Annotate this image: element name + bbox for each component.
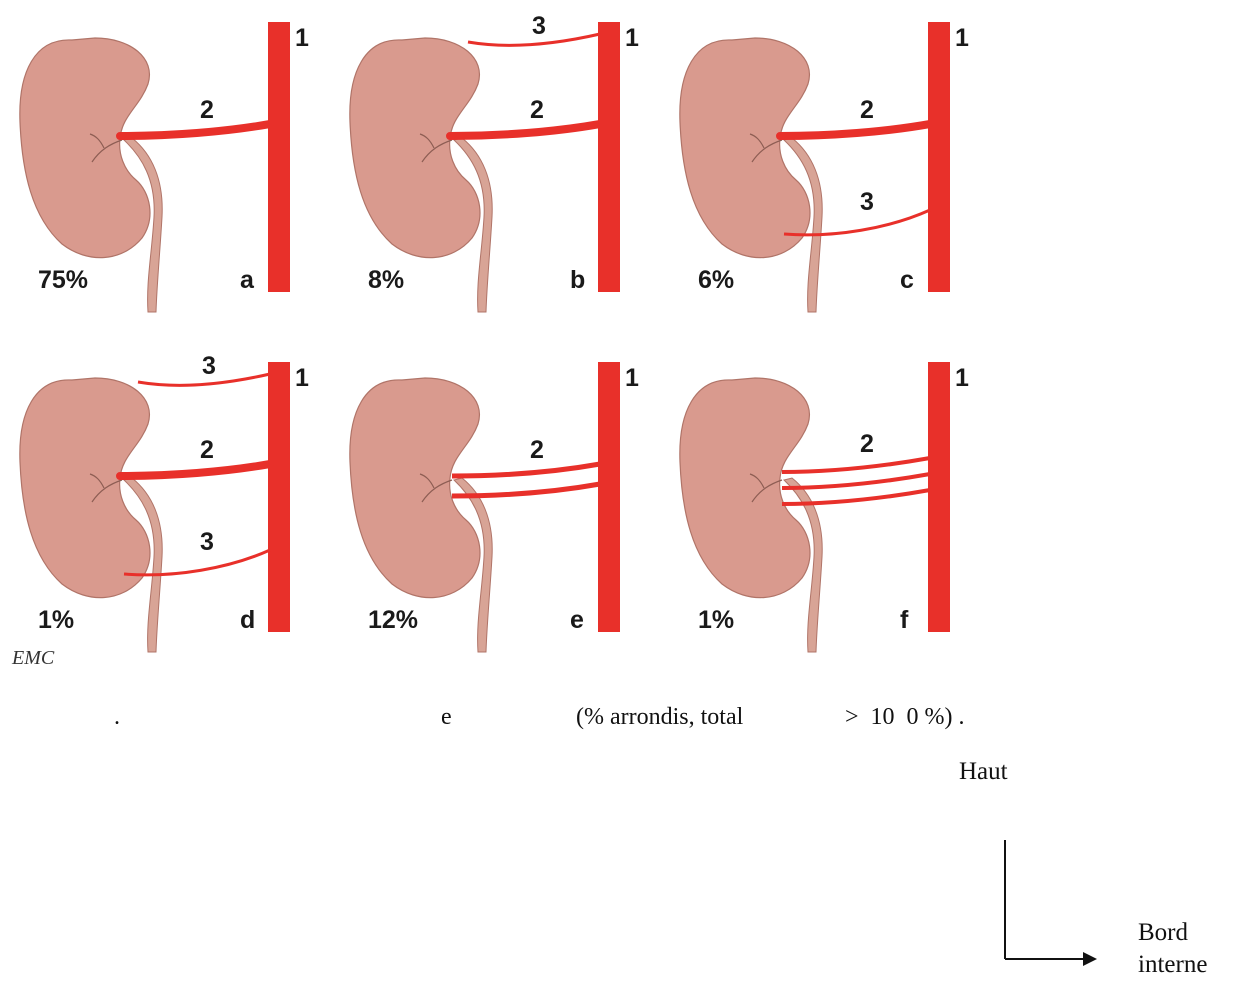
panel-letter: e	[570, 606, 584, 634]
renal-artery-1	[782, 458, 930, 472]
artery-label-main: 2	[200, 96, 214, 124]
aorta	[598, 362, 620, 632]
panel-c: 1 2 3 6% c	[680, 22, 969, 312]
renal-artery-1	[452, 464, 600, 476]
kidney	[20, 378, 150, 598]
panel-f: 1 2 1% f	[680, 362, 969, 652]
orientation-arrow-icon	[995, 820, 1115, 980]
caption-value: > 10 0 %) .	[845, 704, 965, 731]
aorta-label: 1	[955, 24, 969, 52]
aorta-label: 1	[625, 364, 639, 392]
aorta-label: 1	[625, 24, 639, 52]
main-renal-artery	[120, 124, 270, 136]
panel-letter: c	[900, 266, 914, 294]
artery-label-main: 2	[860, 430, 874, 458]
artery-label-upper: 3	[532, 12, 546, 40]
panel-a: 1 2 75% a	[20, 22, 309, 312]
panel-letter: f	[900, 606, 909, 634]
panel-d: 1 3 2 3 1% d	[20, 352, 309, 652]
percentage-label: 6%	[698, 266, 734, 294]
orientation-right-label: Bord interne	[1138, 917, 1207, 981]
aorta	[928, 362, 950, 632]
percentage-label: 1%	[698, 606, 734, 634]
orientation-up-label: Haut	[959, 756, 1008, 788]
artery-label-main: 2	[200, 436, 214, 464]
artery-label-lower: 3	[200, 528, 214, 556]
aorta	[928, 22, 950, 292]
artery-label-lower: 3	[860, 188, 874, 216]
artery-label-main: 2	[530, 96, 544, 124]
signature: EMC	[11, 647, 55, 669]
orientation-right-label-line2: interne	[1138, 949, 1207, 981]
main-renal-artery	[120, 464, 270, 476]
aorta	[268, 362, 290, 632]
aorta	[598, 22, 620, 292]
artery-label-upper: 3	[202, 352, 216, 380]
artery-label-main: 2	[530, 436, 544, 464]
panel-letter: b	[570, 266, 585, 294]
renal-artery-2	[782, 474, 930, 488]
percentage-label: 75%	[38, 266, 88, 294]
orientation-right-label-line1: Bord	[1138, 917, 1207, 949]
panel-letter: a	[240, 266, 255, 294]
aorta	[268, 22, 290, 292]
kidney	[350, 38, 480, 258]
main-renal-artery	[780, 124, 930, 136]
percentage-label: 12%	[368, 606, 418, 634]
artery-label-main: 2	[860, 96, 874, 124]
panel-letter: d	[240, 606, 255, 634]
caption-note: (% arrondis, total	[576, 704, 743, 731]
aorta-label: 1	[955, 364, 969, 392]
main-renal-artery	[450, 124, 600, 136]
kidney	[20, 38, 150, 258]
percentage-label: 8%	[368, 266, 404, 294]
caption-dot: .	[114, 704, 120, 731]
aorta-label: 1	[295, 24, 309, 52]
kidney	[680, 38, 810, 258]
panel-e: 1 2 12% e	[350, 362, 639, 652]
caption-letter: e	[441, 704, 452, 731]
percentage-label: 1%	[38, 606, 74, 634]
panel-b: 1 3 2 8% b	[350, 12, 639, 312]
kidney	[350, 378, 480, 598]
aorta-label: 1	[295, 364, 309, 392]
